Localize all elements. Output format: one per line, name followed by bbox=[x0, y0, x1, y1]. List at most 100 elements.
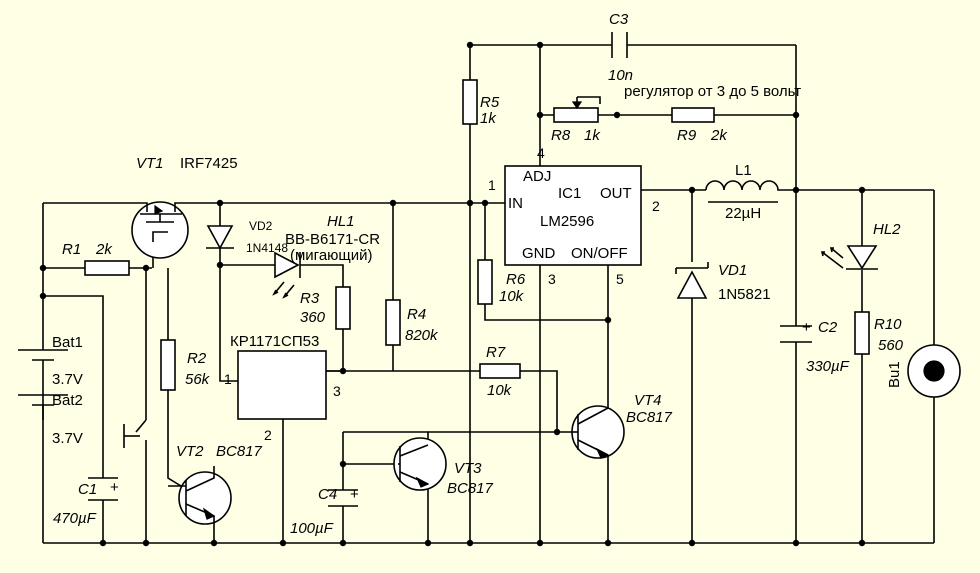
bu1-socket bbox=[907, 344, 961, 398]
bat1-label: Bat1 bbox=[52, 334, 83, 351]
c1-capacitor bbox=[88, 477, 118, 501]
vt4-ref-label: VT4 bbox=[634, 392, 662, 409]
ic1-pin1-label: 1 bbox=[488, 177, 496, 193]
battery-bat1-bat2 bbox=[18, 349, 68, 420]
r4-resistor bbox=[385, 299, 401, 346]
c4-capacitor bbox=[328, 489, 358, 507]
c3-ref-label: C3 bbox=[609, 11, 629, 28]
bat2-label: Bat2 bbox=[52, 392, 83, 409]
ic-pin3-label: 3 bbox=[333, 383, 341, 399]
r1-ref-label: R1 bbox=[62, 241, 81, 258]
hl2-ref-label: HL2 bbox=[873, 221, 901, 238]
ic1-gnd-label: GND bbox=[522, 245, 556, 262]
ic1-pin5-label: 5 bbox=[616, 271, 624, 287]
hl1-part-label: BB-B6171-CR bbox=[285, 231, 380, 248]
r5-value-label: 1k bbox=[480, 110, 497, 127]
l1-ref-label: L1 bbox=[735, 162, 752, 179]
r10-resistor bbox=[854, 311, 870, 355]
ic-part-label: КР1171СП53 bbox=[230, 333, 319, 350]
ic1-out-label: OUT bbox=[600, 185, 632, 202]
vt2-transistor bbox=[168, 466, 232, 525]
ic1-in-label: IN bbox=[508, 195, 523, 212]
ic1-adj-label: ADJ bbox=[523, 168, 551, 185]
r7-resistor bbox=[479, 363, 521, 379]
r3-resistor bbox=[335, 286, 351, 330]
hl1-led bbox=[272, 251, 301, 299]
c4-ref-label: C4 bbox=[318, 486, 337, 503]
ic-pin2-label: 2 bbox=[264, 427, 272, 443]
wires bbox=[42, 44, 935, 544]
vd2-diode bbox=[206, 220, 234, 250]
vd1-part-label: 1N5821 bbox=[718, 286, 771, 303]
bu1-ref-label: Bu1 bbox=[886, 361, 903, 388]
c1-ref-label: C1 bbox=[78, 481, 97, 498]
vd2-ref-label: VD2 bbox=[249, 219, 273, 233]
vd1-ref-label: VD1 bbox=[718, 262, 747, 279]
c1-plus-label: + bbox=[110, 479, 119, 496]
vt1-part-label: IRF7425 bbox=[180, 155, 238, 172]
c3-capacitor bbox=[611, 32, 628, 58]
c2-ref-label: C2 bbox=[818, 319, 838, 336]
r10-ref-label: R10 bbox=[874, 316, 902, 333]
c2-plus-label: + bbox=[802, 319, 811, 336]
vt4-part-label: BC817 bbox=[626, 409, 673, 426]
l1-inductor bbox=[705, 180, 780, 203]
ic1-pin2-label: 2 bbox=[652, 198, 660, 214]
r1-resistor bbox=[84, 260, 130, 276]
vt1-mosfet bbox=[131, 201, 190, 259]
r5-ref-label: R5 bbox=[480, 94, 500, 111]
hl1-ref-label: HL1 bbox=[327, 213, 355, 230]
r4-value-label: 820k bbox=[405, 327, 439, 344]
c2-value-label: 330µF bbox=[806, 358, 850, 375]
c1-value-label: 470µF bbox=[53, 510, 97, 527]
r3-ref-label: R3 bbox=[300, 290, 320, 307]
r5-resistor bbox=[462, 79, 478, 125]
junction-dots bbox=[39, 41, 866, 547]
r9-ref-label: R9 bbox=[677, 127, 697, 144]
pushbutton-switch bbox=[123, 419, 147, 450]
r9-resistor bbox=[671, 107, 715, 123]
r8-value-label: 1k bbox=[584, 127, 601, 144]
ic1-pin4-label: 4 bbox=[537, 145, 545, 161]
r8-potentiometer bbox=[553, 97, 599, 123]
r6-ref-label: R6 bbox=[506, 271, 526, 288]
r2-ref-label: R2 bbox=[187, 350, 207, 367]
r7-value-label: 10k bbox=[487, 382, 513, 399]
r6-resistor bbox=[477, 259, 493, 305]
vt3-part-label: BC817 bbox=[447, 480, 494, 497]
vt3-ref-label: VT3 bbox=[454, 460, 482, 477]
r9-value-label: 2k bbox=[710, 127, 728, 144]
ic1-onoff-label: ON/OFF bbox=[571, 245, 628, 262]
c4-value-label: 100µF bbox=[290, 520, 334, 537]
vt1-ref-label: VT1 bbox=[136, 155, 164, 172]
r7-ref-label: R7 bbox=[486, 344, 506, 361]
vd2-part-label: 1N4148 bbox=[246, 241, 288, 255]
r6-value-label: 10k bbox=[499, 288, 525, 305]
r4-ref-label: R4 bbox=[407, 306, 426, 323]
regulator-note: регулятор от 3 до 5 вольт bbox=[624, 83, 801, 100]
bat2-voltage-label: 3.7V bbox=[52, 430, 83, 447]
r8-ref-label: R8 bbox=[551, 127, 571, 144]
ic-kr1171sp53 bbox=[237, 350, 327, 420]
bat1-voltage-label: 3.7V bbox=[52, 371, 83, 388]
hl1-note-label: (мигающий) bbox=[290, 247, 373, 264]
ic1-lm2596 bbox=[504, 165, 642, 266]
r2-resistor bbox=[160, 339, 176, 391]
vt3-transistor bbox=[393, 437, 447, 491]
vd1-diode bbox=[675, 262, 709, 299]
l1-value-label: 22µH bbox=[725, 205, 761, 222]
c4-plus-label: + bbox=[350, 486, 359, 503]
vt4-transistor bbox=[571, 405, 625, 459]
ic1-pin3-label: 3 bbox=[548, 271, 556, 287]
hl2-led bbox=[820, 240, 878, 270]
r2-value-label: 56k bbox=[185, 371, 211, 388]
r10-value-label: 560 bbox=[878, 337, 904, 354]
vt2-part-label: BC817 bbox=[216, 443, 263, 460]
r3-value-label: 360 bbox=[300, 309, 326, 326]
ic1-part-label: LM2596 bbox=[540, 213, 594, 230]
ic1-ref-label: IC1 bbox=[558, 185, 581, 202]
ic-pin1-label: 1 bbox=[224, 371, 232, 387]
c3-value-label: 10n bbox=[608, 67, 633, 84]
r1-value-label: 2k bbox=[95, 241, 113, 258]
